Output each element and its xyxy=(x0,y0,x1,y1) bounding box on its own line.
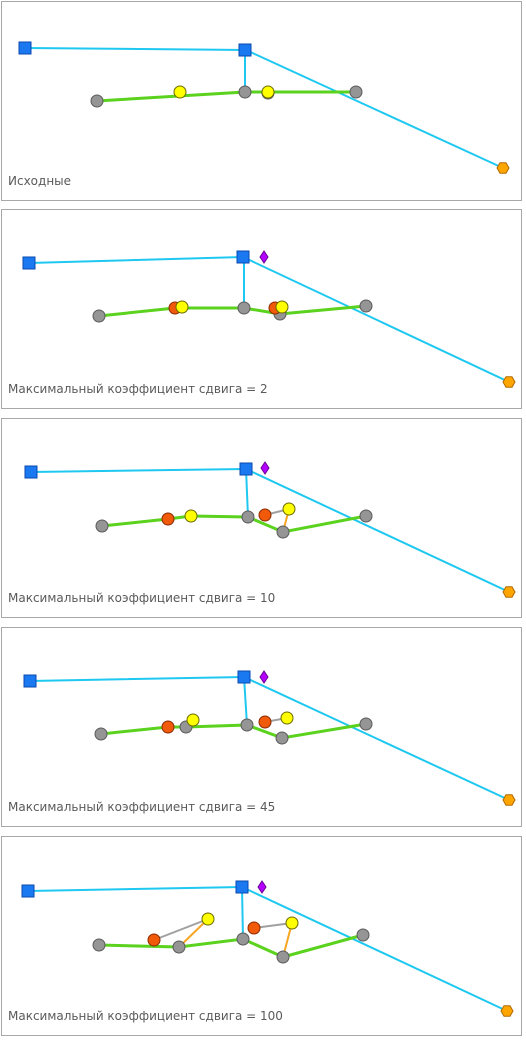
circle-node-icon xyxy=(161,512,175,526)
circle-node-icon xyxy=(247,921,261,935)
circle-node-icon xyxy=(276,525,290,539)
panel-5-drawing xyxy=(21,880,514,1017)
circle-node-icon xyxy=(359,299,373,313)
hexagon-node-icon xyxy=(502,376,516,388)
circle-node-icon xyxy=(349,85,363,99)
square-node-icon xyxy=(237,670,251,684)
green-route xyxy=(98,304,367,318)
offset-link-line xyxy=(178,918,209,948)
circle-node-icon xyxy=(241,510,255,524)
green-route xyxy=(101,514,367,534)
square-node-icon xyxy=(238,43,252,57)
circle-node-icon xyxy=(90,94,104,108)
green-route-line xyxy=(98,933,364,959)
panel-caption: Максимальный коэффициент сдвига = 45 xyxy=(8,800,276,814)
hexagon-node-icon xyxy=(500,1005,514,1017)
panel-shift-2: Максимальный коэффициент сдвига = 2 xyxy=(1,209,522,409)
blue-connector-line xyxy=(243,676,248,726)
circle-node-icon xyxy=(275,300,289,314)
hexagon-node-icon xyxy=(502,794,516,806)
panel-caption: Максимальный коэффициент сдвига = 2 xyxy=(8,382,268,396)
panel-4-drawing xyxy=(23,670,516,806)
panel-shift-45: Максимальный коэффициент сдвига = 45 xyxy=(1,627,522,827)
circle-node-icon xyxy=(240,718,254,732)
blue-connector-line xyxy=(245,468,249,518)
square-node-icon xyxy=(21,884,35,898)
panel-2-drawing xyxy=(22,250,516,388)
circle-node-icon xyxy=(92,938,106,952)
circle-node-icon xyxy=(356,928,370,942)
diamond-node-icon xyxy=(257,880,267,894)
diamond-node-icon xyxy=(259,250,269,264)
panel-1-drawing xyxy=(18,41,510,174)
offset-link-line xyxy=(153,918,209,941)
blue-route-line xyxy=(24,47,504,169)
panel-shift-100: Максимальный коэффициент сдвига = 100 xyxy=(1,836,522,1036)
circle-node-icon xyxy=(359,717,373,731)
circle-node-icon xyxy=(161,720,175,734)
green-route xyxy=(98,933,364,959)
hexagon-node-icon xyxy=(496,162,510,174)
panel-caption: Исходные xyxy=(8,174,72,188)
circle-node-icon xyxy=(276,950,290,964)
green-route-line xyxy=(101,514,367,534)
panel-original: Исходные xyxy=(1,1,522,201)
green-route-line xyxy=(98,304,367,318)
square-node-icon xyxy=(239,462,253,476)
circle-node-icon xyxy=(184,509,198,523)
circle-node-icon xyxy=(282,502,296,516)
square-node-icon xyxy=(22,256,36,270)
circle-node-icon xyxy=(261,85,275,99)
square-node-icon xyxy=(235,880,249,894)
green-route-line xyxy=(96,90,356,103)
circle-node-icon xyxy=(280,711,294,725)
diamond-node-icon xyxy=(259,670,269,684)
diamond-node-icon xyxy=(260,461,270,475)
green-route-line xyxy=(100,722,367,740)
hexagon-node-icon xyxy=(502,586,516,598)
circle-node-icon xyxy=(258,715,272,729)
panel-caption: Максимальный коэффициент сдвига = 10 xyxy=(8,591,276,605)
circle-node-icon xyxy=(238,85,252,99)
panel-3-drawing xyxy=(24,461,516,598)
circle-node-icon xyxy=(236,932,250,946)
blue-connector-line xyxy=(241,886,244,940)
circle-node-icon xyxy=(285,916,299,930)
circle-node-icon xyxy=(237,301,251,315)
circle-node-icon xyxy=(173,85,187,99)
panel-caption: Максимальный коэффициент сдвига = 100 xyxy=(8,1009,283,1023)
circle-node-icon xyxy=(95,519,109,533)
circle-node-icon xyxy=(186,713,200,727)
circle-node-icon xyxy=(92,309,106,323)
panel-shift-10: Максимальный коэффициент сдвига = 10 xyxy=(1,418,522,618)
green-route xyxy=(96,90,356,103)
circle-node-icon xyxy=(94,727,108,741)
square-node-icon xyxy=(236,250,250,264)
circle-node-icon xyxy=(172,940,186,954)
circle-node-icon xyxy=(275,731,289,745)
blue-route xyxy=(24,47,504,169)
circle-node-icon xyxy=(201,912,215,926)
square-node-icon xyxy=(23,674,37,688)
square-node-icon xyxy=(24,465,38,479)
green-route xyxy=(100,722,367,740)
circle-node-icon xyxy=(359,509,373,523)
square-node-icon xyxy=(18,41,32,55)
circle-node-icon xyxy=(258,508,272,522)
circle-node-icon xyxy=(175,300,189,314)
circle-node-icon xyxy=(147,933,161,947)
